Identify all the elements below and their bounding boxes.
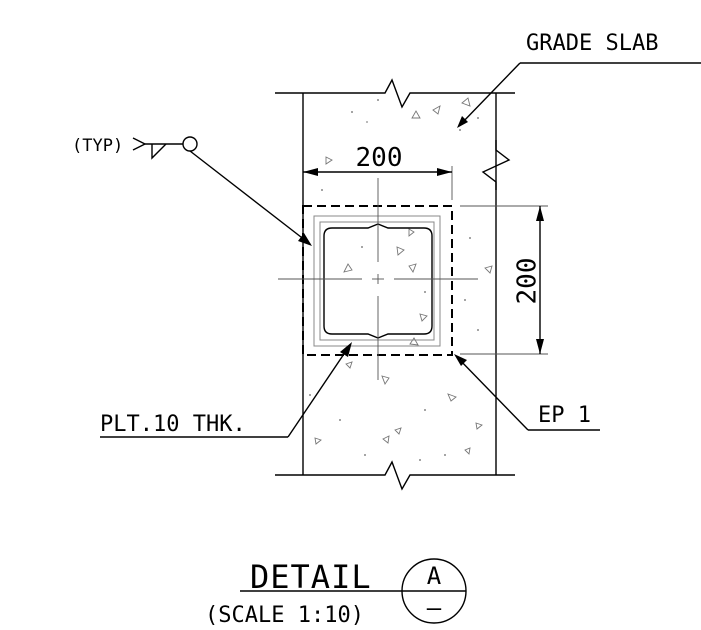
center-lines [278,178,478,380]
concrete-hatch [309,97,493,461]
detail-scale: (SCALE 1:10) [205,603,364,628]
vertical-dimension [460,205,548,355]
detail-bubble-letter: A [427,562,442,590]
dimension-horizontal-label: 200 [356,143,403,173]
plate-leader [100,342,352,438]
horizontal-dimension [303,166,453,200]
detail-title-block: DETAIL (SCALE 1:10) A – [205,558,467,628]
embed-plate-leader [454,354,600,431]
weld-typ-label: (TYP) [72,136,123,156]
dimension-vertical-label: 200 [513,258,543,305]
embed-plate-outline [302,205,453,356]
detail-title: DETAIL [250,558,372,596]
embed-plate-label: EP 1 [538,403,591,428]
detail-bubble-sheet: – [427,594,442,622]
grade-slab-leader [457,62,701,128]
weld-symbol [132,136,312,246]
plate-label: PLT.10 THK. [100,412,246,437]
grade-slab-label: GRADE SLAB [526,31,658,56]
steel-tube-section [313,215,441,347]
